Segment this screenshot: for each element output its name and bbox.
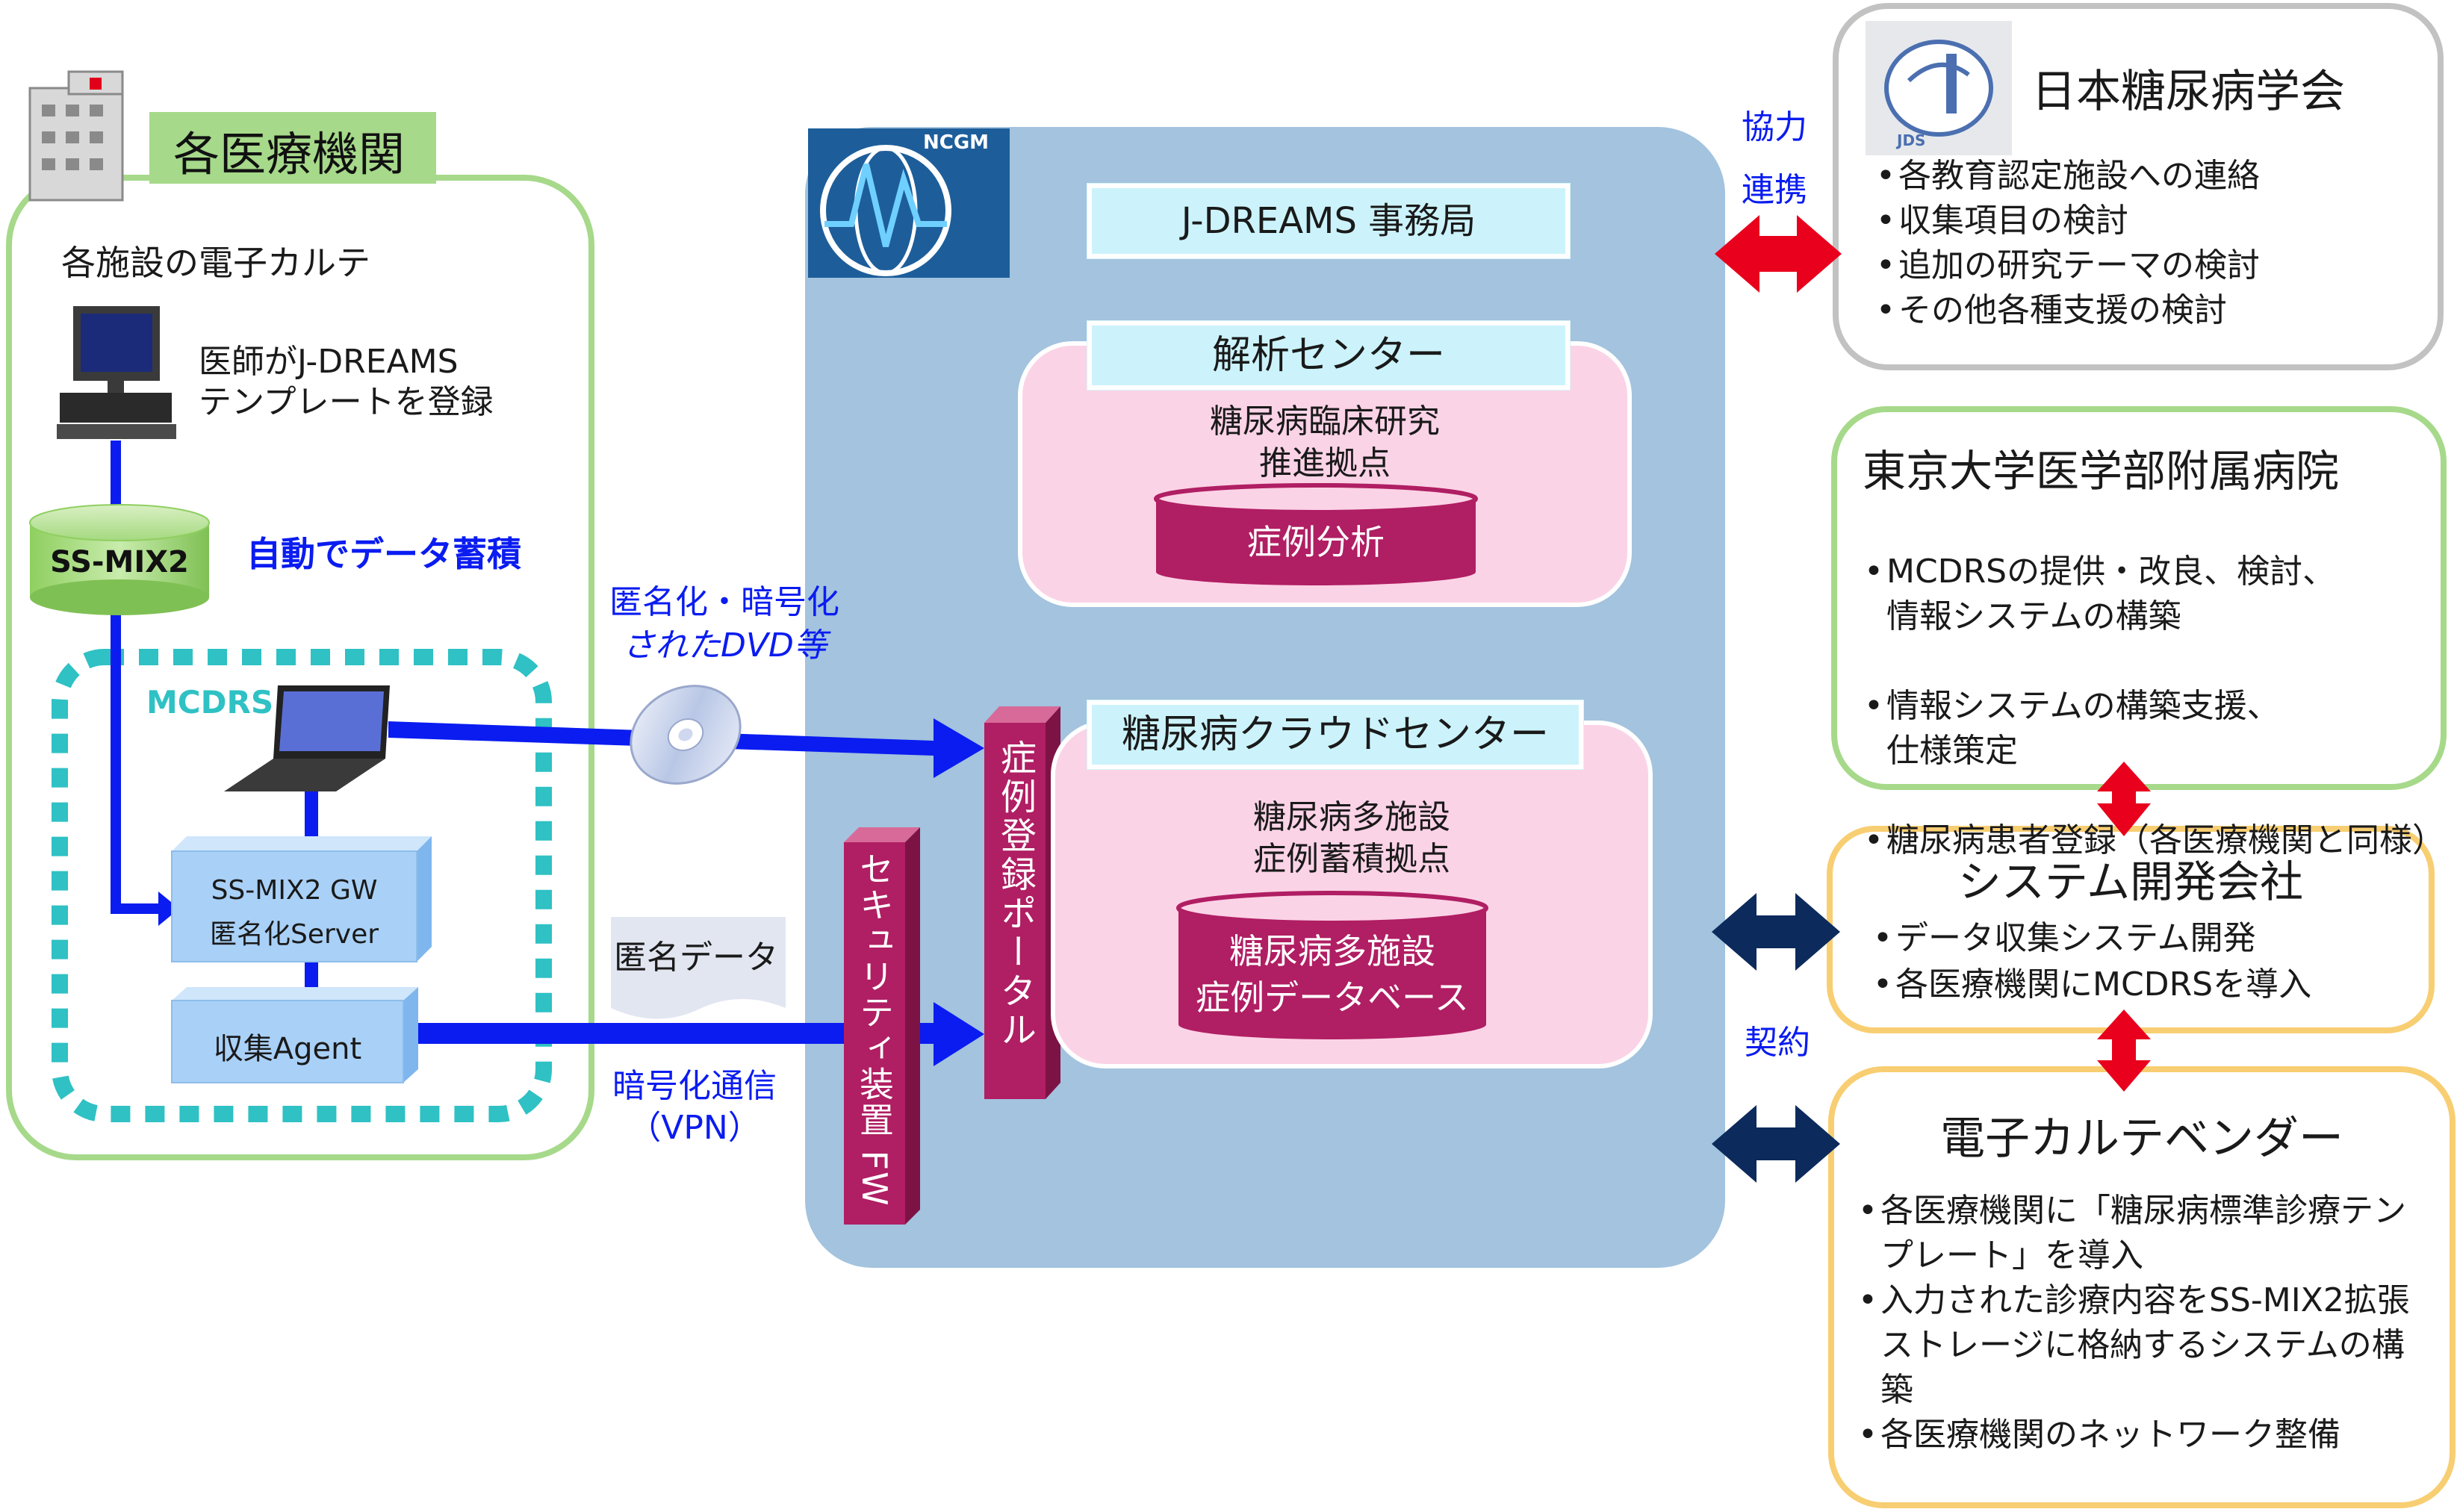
vpn-arrow: [418, 1002, 984, 1066]
jds-logo-text: JDS: [1897, 131, 1926, 149]
analysis-desc-line1: 糖尿病臨床研究: [1210, 402, 1440, 441]
jds-item: その他各種支援の検討: [1873, 288, 2426, 333]
jds-title: 日本糖尿病学会: [2031, 66, 2345, 118]
cooperation-label-line2: 連携: [1742, 171, 1807, 209]
dvd-disc: [630, 685, 742, 785]
gw-server-line1: SS-MIX2 GW: [211, 875, 378, 906]
red-arrow-utokyo-sysdev: [2097, 762, 2151, 836]
security-fw-bar: [844, 827, 920, 1225]
institutions-title-band: [149, 112, 436, 184]
hospital-icon: [28, 70, 124, 202]
vpn-caption-line2: （VPN）: [628, 1109, 761, 1147]
utokyo-item: 情報システムの構築支援、 仕様策定: [1861, 684, 2429, 774]
security-fw-label: セキュリティ装置 FW: [854, 851, 895, 1207]
ncgm-logo-text: NCGM: [923, 131, 990, 154]
utokyo-list: MCDRSの提供・改良、検討、 情報システムの構築 情報システムの構築支援、 仕…: [1861, 505, 2445, 908]
agent-label: 収集Agent: [213, 1032, 362, 1066]
jds-logo: [1866, 21, 2012, 155]
cloud-db-line2: 症例データベース: [1196, 977, 1469, 1018]
analysis-desc-line2: 推進拠点: [1259, 444, 1391, 482]
navy-arrow-vendor: [1712, 1105, 1840, 1183]
contract-label: 契約: [1745, 1024, 1810, 1062]
dvd-arrow: [388, 718, 984, 778]
desktop-pc-icon: [57, 306, 176, 439]
office-label: J-DREAMS 事務局: [1087, 184, 1570, 258]
ssmix2-to-gw-line: [111, 612, 121, 914]
utokyo-item: 糖尿病患者登録（各医療機関と同様）: [1861, 818, 2445, 863]
mcdrs-boundary: [52, 649, 552, 1122]
vendor-item: 各医療機関に「糖尿病標準診療テンプレート」を導入: [1855, 1189, 2430, 1278]
utokyo-item: MCDRSの提供・改良、検討、 情報システムの構築: [1861, 550, 2429, 639]
jds-item: 収集項目の検討: [1873, 199, 2426, 243]
vpn-caption-line1: 暗号化通信: [612, 1067, 777, 1105]
jds-item: 各教育認定施設への連絡: [1873, 154, 2426, 199]
vendor-list: 各医療機関に「糖尿病標準診療テンプレート」を導入 入力された診療内容をSS-MI…: [1855, 1189, 2430, 1457]
gw-arrow-head: [158, 892, 179, 926]
gw-arrow-shaft: [111, 903, 163, 914]
cloud-desc-line2: 症例蓄積拠点: [1253, 840, 1450, 878]
gw-server-line2: 匿名化Server: [209, 919, 379, 950]
cloud-db-cylinder: [1176, 891, 1488, 1039]
sysdev-item: データ収集システム開発: [1870, 915, 2423, 962]
jds-list: 各教育認定施設への連絡 収集項目の検討 追加の研究テーマの検討 その他各種支援の…: [1873, 154, 2426, 333]
ssmix2-label: SS-MIX2: [50, 545, 189, 579]
gw-server-box: [171, 836, 432, 962]
auto-accumulate-text: 自動でデータ蓄積: [246, 534, 521, 574]
vendor-title: 電子カルテベンダー: [1940, 1113, 2343, 1165]
dvd-caption-line2: されたDVD等: [622, 626, 827, 665]
anon-data-doc: [611, 917, 786, 1019]
utokyo-title: 東京大学医学部附属病院: [1863, 446, 2340, 497]
sysdev-list: データ収集システム開発 各医療機関にMCDRSを導入: [1870, 915, 2423, 1008]
doctor-text-line1: 医師がJ-DREAMS: [199, 343, 459, 381]
vendor-item: 各医療機関のネットワーク整備: [1855, 1413, 2430, 1457]
doctor-text-line2: テンプレートを登録: [199, 383, 494, 421]
laptop-gw-link: [305, 777, 318, 851]
navy-arrow-sysdev: [1712, 893, 1840, 971]
ncgm-logo: [808, 128, 1010, 278]
ssmix2-cylinder: [29, 504, 210, 615]
agent-box: [171, 987, 418, 1083]
analysis-db-cylinder: [1154, 483, 1478, 585]
analysis-db-label: 症例分析: [1247, 522, 1385, 562]
sysdev-title: システム開発会社: [1957, 856, 2304, 907]
vendor-item: 入力された診療内容をSS-MIX2拡張ストレージに格納するシステムの構築: [1855, 1278, 2430, 1413]
portal-label: 症例登録ポータル: [994, 739, 1036, 1050]
red-arrow-sysdev-vendor: [2097, 1009, 2151, 1092]
mcdrs-label: MCDRS: [146, 684, 274, 721]
cloud-desc-line1: 糖尿病多施設: [1253, 798, 1450, 836]
anon-data-label: 匿名データ: [614, 939, 778, 977]
ncgm-area: [805, 127, 1725, 1268]
cloud-db-line1: 糖尿病多施設: [1229, 931, 1435, 971]
ehr-caption: 各施設の電子カルテ: [61, 243, 370, 283]
jds-item: 追加の研究テーマの検討: [1873, 243, 2426, 288]
pc-link-line: [111, 441, 121, 515]
institutions-title: 各医療機関: [173, 127, 406, 181]
laptop-icon: [224, 685, 390, 791]
analysis-title: 解析センター: [1087, 321, 1570, 390]
cloud-center-title: 糖尿病クラウドセンター: [1087, 700, 1583, 769]
dvd-caption-line1: 匿名化・暗号化: [609, 583, 839, 621]
sysdev-item: 各医療機関にMCDRSを導入: [1870, 962, 2423, 1008]
red-arrow-jds: [1715, 215, 1842, 293]
cooperation-label-line1: 協力: [1742, 108, 1807, 146]
gw-agent-link: [305, 962, 318, 992]
